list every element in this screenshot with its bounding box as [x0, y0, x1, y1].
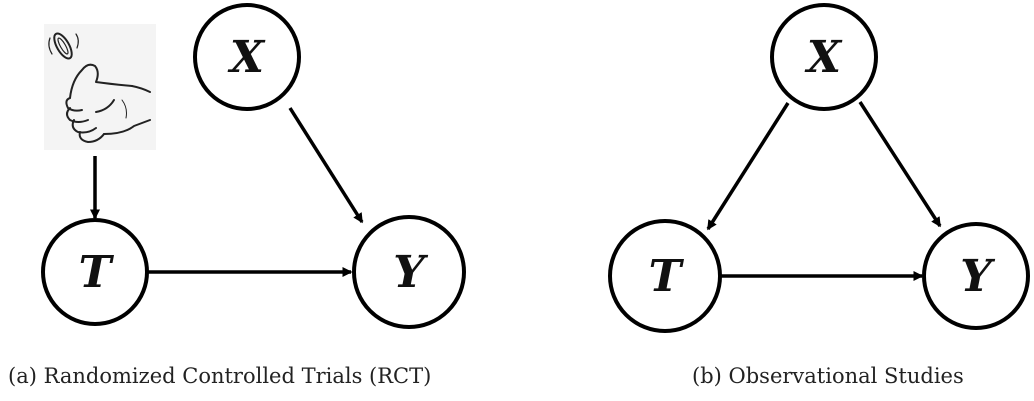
svg-text:X: X: [227, 32, 266, 83]
node-t-a: T: [41, 218, 149, 326]
caption-rct: (a) Randomized Controlled Trials (RCT): [8, 364, 432, 388]
svg-text:Y: Y: [960, 251, 995, 302]
panel-b: X T Y: [608, 3, 1030, 333]
node-y-a: Y: [352, 215, 466, 329]
node-y-b: Y: [922, 222, 1030, 330]
svg-text:Y: Y: [393, 247, 428, 298]
node-x-b: X: [770, 3, 878, 111]
svg-text:T: T: [79, 247, 115, 298]
panel-a: X T Y: [41, 3, 466, 329]
caption-observational: (b) Observational Studies: [692, 364, 964, 388]
node-t-b: T: [608, 219, 722, 333]
svg-text:X: X: [804, 32, 843, 83]
coin-flip-hand-icon: [44, 24, 156, 150]
node-x-a: X: [193, 3, 301, 111]
svg-text:T: T: [649, 251, 685, 302]
